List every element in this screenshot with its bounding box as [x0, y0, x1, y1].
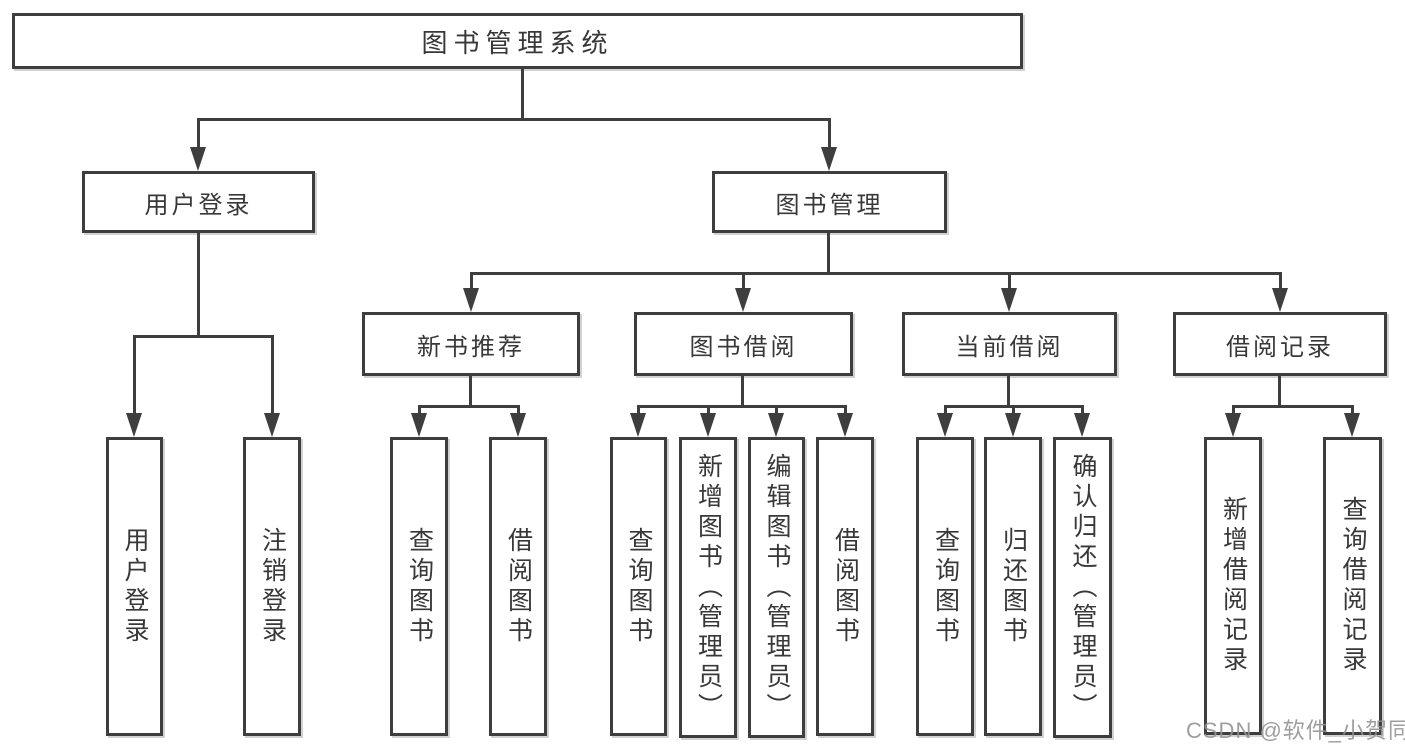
connector-drop — [1232, 405, 1235, 415]
node-label: 图书管理 — [775, 191, 884, 219]
connector-drop — [844, 405, 847, 415]
watermark-text: CSDN @软件_小贺同学 — [1186, 718, 1405, 743]
arrow-down-icon — [190, 147, 206, 171]
connector-borrow-records-hline — [1232, 405, 1353, 408]
arrow-down-icon — [937, 413, 953, 437]
node-label: 图书借阅 — [689, 333, 798, 361]
node-leaf-rec-query-book: 查询图书 — [390, 437, 448, 736]
node-label: 查询借阅记录 — [1339, 496, 1367, 676]
arrow-down-icon — [264, 413, 280, 437]
arrow-down-icon — [768, 413, 784, 437]
connector-drop — [1351, 405, 1354, 415]
node-leaf-cb-confirm-return-admin: 确认归还（管理员） — [1053, 437, 1112, 738]
node-leaf-bb-query-book: 查询图书 — [610, 437, 667, 736]
node-label: 用户登录 — [144, 191, 253, 219]
connector-drop — [637, 405, 640, 415]
connector-book-mgmt-stub — [827, 233, 830, 275]
connector-root-stub — [521, 69, 524, 121]
connector-drop-new-book-rec — [470, 272, 473, 291]
arrow-down-icon — [1272, 288, 1288, 312]
arrow-down-icon — [1074, 413, 1090, 437]
connector-book-borrow-hline — [637, 405, 847, 408]
node-label: 借阅图书 — [831, 526, 860, 647]
connector-drop — [418, 405, 421, 415]
connector-drop-borrow-records — [1279, 272, 1282, 291]
arrow-down-icon — [1001, 288, 1017, 312]
node-label: 新书推荐 — [417, 333, 525, 361]
arrow-down-icon — [463, 288, 479, 312]
node-label: 用户登录 — [121, 526, 149, 647]
arrow-down-icon — [1344, 413, 1360, 437]
connector-borrow-records-stub — [1278, 376, 1281, 408]
node-root-system: 图书管理系统 — [12, 13, 1023, 69]
arrow-down-icon — [126, 413, 142, 437]
node-label: 归还图书 — [999, 526, 1028, 647]
node-leaf-rec-borrow-book: 借阅图书 — [489, 437, 547, 736]
node-borrow-records: 借阅记录 — [1173, 312, 1387, 376]
arrow-down-icon — [1225, 413, 1241, 437]
connector-current-borrow-stub — [1007, 376, 1010, 408]
node-leaf-user-login: 用户登录 — [106, 437, 163, 736]
connector-drop — [1012, 405, 1015, 415]
connector-user-login-stub — [197, 233, 200, 338]
node-current-borrow: 当前借阅 — [902, 312, 1117, 376]
node-label: 借阅图书 — [504, 526, 533, 647]
connector-drop — [707, 405, 710, 415]
connector-new-book-rec-hline — [418, 405, 519, 408]
connector-drop-logout-leaf — [271, 335, 274, 415]
node-label: 当前借阅 — [955, 333, 1064, 361]
node-label: 查询图书 — [405, 526, 434, 647]
node-leaf-bb-borrow-book: 借阅图书 — [816, 437, 874, 736]
node-label: 查询图书 — [625, 526, 653, 647]
connector-drop-user-login — [197, 118, 200, 150]
connector-new-book-rec-stub — [469, 376, 472, 408]
node-leaf-br-query-record: 查询借阅记录 — [1323, 437, 1382, 735]
node-leaf-bb-add-book-admin: 新增图书（管理员） — [679, 437, 737, 738]
node-leaf-logout: 注销登录 — [243, 437, 301, 736]
connector-drop — [1081, 405, 1084, 415]
node-label: 新增借阅记录 — [1219, 496, 1248, 676]
connector-book-mgmt-hline — [470, 272, 1281, 275]
connector-drop-current-borrow — [1008, 272, 1011, 291]
arrow-down-icon — [837, 413, 853, 437]
arrow-down-icon — [411, 413, 427, 437]
arrow-down-icon — [630, 413, 646, 437]
node-label: 注销登录 — [258, 526, 287, 647]
connector-drop-login-leaf — [133, 335, 136, 415]
arrow-down-icon — [1005, 413, 1021, 437]
node-leaf-cb-query-book: 查询图书 — [916, 437, 974, 736]
arrow-down-icon — [821, 147, 837, 171]
node-new-book-rec: 新书推荐 — [362, 312, 580, 376]
node-book-borrow: 图书借阅 — [634, 312, 853, 376]
node-label: 新增图书（管理员） — [694, 452, 723, 723]
node-label: 确认归还（管理员） — [1069, 452, 1097, 723]
connector-root-hline — [197, 118, 831, 121]
node-leaf-cb-return-book: 归还图书 — [984, 437, 1042, 736]
connector-book-borrow-stub — [741, 376, 744, 408]
node-leaf-bb-edit-book-admin: 编辑图书（管理员） — [748, 437, 805, 738]
node-label: 借阅记录 — [1226, 333, 1334, 361]
node-user-login: 用户登录 — [82, 171, 315, 233]
node-label: 查询图书 — [931, 526, 960, 647]
connector-drop — [775, 405, 778, 415]
arrow-down-icon — [700, 413, 716, 437]
node-book-mgmt: 图书管理 — [712, 171, 947, 233]
node-label: 编辑图书（管理员） — [763, 452, 791, 723]
connector-drop — [517, 405, 520, 415]
connector-drop-book-borrow — [742, 272, 745, 291]
node-leaf-br-add-record: 新增借阅记录 — [1204, 437, 1262, 735]
node-label: 图书管理系统 — [421, 27, 614, 58]
connector-drop-book-mgmt — [828, 118, 831, 150]
connector-drop — [944, 405, 947, 415]
arrow-down-icon — [510, 413, 526, 437]
connector-user-login-hline — [133, 335, 274, 338]
arrow-down-icon — [735, 288, 751, 312]
